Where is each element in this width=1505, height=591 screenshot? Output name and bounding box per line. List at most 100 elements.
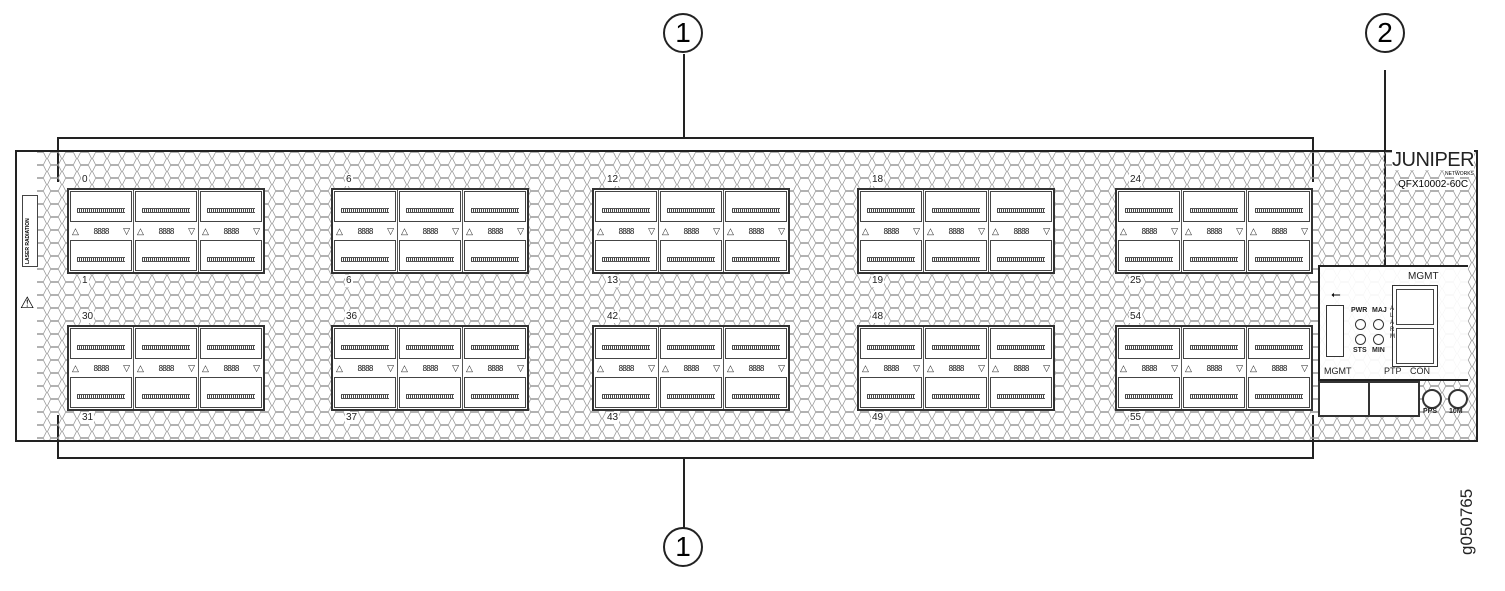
qsfp-port[interactable] [1118, 240, 1180, 271]
qsfp-port[interactable] [1118, 377, 1180, 408]
port-leds: 8888 [422, 363, 438, 373]
qsfp-port[interactable] [595, 328, 657, 359]
usb-port[interactable] [1326, 305, 1344, 357]
qsfp-port[interactable] [334, 377, 396, 408]
qsfp-port[interactable] [990, 191, 1052, 222]
qsfp-port[interactable] [1183, 328, 1245, 359]
down-arrow-icon: ▽ [978, 362, 985, 373]
qsfp-port[interactable] [70, 328, 132, 359]
con-rj45-port[interactable] [1396, 328, 1434, 364]
port-group: △8888▽ △8888▽ △8888▽ [857, 325, 1055, 411]
callout-1-bottom: 1 [663, 527, 703, 567]
port-column: △8888▽ [398, 190, 463, 272]
qsfp-port[interactable] [925, 191, 987, 222]
qsfp-port[interactable] [925, 377, 987, 408]
down-arrow-icon: ▽ [1301, 225, 1308, 236]
qsfp-port[interactable] [1248, 377, 1310, 408]
qsfp-port[interactable] [70, 191, 132, 222]
port-group: △8888▽ △8888▽ △8888▽ [331, 325, 529, 411]
qsfp-port[interactable] [200, 191, 262, 222]
qsfp-port[interactable] [70, 240, 132, 271]
qsfp-port[interactable] [200, 328, 262, 359]
mgmt-rj45-ports[interactable] [1392, 285, 1438, 367]
ptp-sfp-port-2[interactable] [1368, 381, 1420, 417]
qsfp-port[interactable] [1183, 191, 1245, 222]
qsfp-port[interactable] [334, 191, 396, 222]
qsfp-port[interactable] [135, 191, 197, 222]
port-led-strip: △8888▽ [199, 223, 263, 239]
10m-label: 10M [1449, 408, 1463, 415]
qsfp-port[interactable] [334, 328, 396, 359]
qsfp-port[interactable] [399, 377, 461, 408]
qsfp-port[interactable] [464, 328, 526, 359]
down-arrow-icon: ▽ [188, 362, 195, 373]
qsfp-port[interactable] [595, 377, 657, 408]
qsfp-port[interactable] [1183, 377, 1245, 408]
port-led-strip: △8888▽ [724, 223, 788, 239]
qsfp-port[interactable] [1248, 240, 1310, 271]
qsfp-port[interactable] [860, 328, 922, 359]
qsfp-port[interactable] [990, 377, 1052, 408]
mgmt-rj45-port[interactable] [1396, 289, 1434, 325]
qsfp-port[interactable] [860, 191, 922, 222]
qsfp-port[interactable] [399, 240, 461, 271]
qsfp-port[interactable] [200, 240, 262, 271]
qsfp-port[interactable] [399, 191, 461, 222]
qsfp-port[interactable] [860, 377, 922, 408]
down-arrow-icon: ▽ [648, 362, 655, 373]
qsfp-port[interactable] [464, 240, 526, 271]
port-leds: 8888 [748, 226, 764, 236]
up-arrow-icon: △ [927, 225, 934, 236]
port-column: △8888▽ [333, 190, 398, 272]
qsfp-port[interactable] [135, 328, 197, 359]
qsfp-port[interactable] [990, 240, 1052, 271]
qsfp-port[interactable] [1118, 328, 1180, 359]
qsfp-port[interactable] [1118, 191, 1180, 222]
qsfp-port[interactable] [464, 377, 526, 408]
qsfp-port[interactable] [925, 328, 987, 359]
ptp-sfp-port-1[interactable] [1318, 381, 1370, 417]
qsfp-port[interactable] [660, 240, 722, 271]
pps-connector[interactable] [1422, 389, 1442, 409]
qsfp-port[interactable] [70, 377, 132, 408]
qsfp-port[interactable] [595, 191, 657, 222]
port-leds: 8888 [357, 363, 373, 373]
qsfp-port[interactable] [334, 240, 396, 271]
10m-connector[interactable] [1448, 389, 1468, 409]
port-leds: 8888 [683, 226, 699, 236]
qsfp-port[interactable] [925, 240, 987, 271]
qsfp-port[interactable] [135, 377, 197, 408]
qsfp-port[interactable] [399, 328, 461, 359]
qsfp-port[interactable] [595, 240, 657, 271]
qsfp-port[interactable] [725, 377, 787, 408]
down-arrow-icon: ▽ [1171, 225, 1178, 236]
qsfp-port[interactable] [1248, 191, 1310, 222]
mgmt-led-label: MGMT [1324, 366, 1352, 376]
port-column: △8888▽ [1247, 327, 1311, 409]
qsfp-port[interactable] [135, 240, 197, 271]
up-arrow-icon: △ [927, 362, 934, 373]
qsfp-port[interactable] [860, 240, 922, 271]
qsfp-port[interactable] [464, 191, 526, 222]
port-led-strip: △8888▽ [594, 223, 658, 239]
port-column: △8888▽ [724, 190, 788, 272]
qsfp-port[interactable] [725, 240, 787, 271]
qsfp-port[interactable] [725, 328, 787, 359]
up-arrow-icon: △ [1185, 225, 1192, 236]
qsfp-port[interactable] [1248, 328, 1310, 359]
qsfp-port[interactable] [200, 377, 262, 408]
port-column: △8888▽ [659, 327, 724, 409]
qsfp-port[interactable] [660, 191, 722, 222]
qsfp-port[interactable] [660, 328, 722, 359]
up-arrow-icon: △ [597, 362, 604, 373]
port-led-strip: △8888▽ [199, 360, 263, 376]
qsfp-port[interactable] [1183, 240, 1245, 271]
callout-1-bracket-top [57, 137, 1314, 139]
down-arrow-icon: ▽ [713, 225, 720, 236]
port-leds: 8888 [487, 226, 503, 236]
qsfp-port[interactable] [725, 191, 787, 222]
qsfp-port[interactable] [660, 377, 722, 408]
port-number-top: 24 [1129, 174, 1143, 186]
callout-1-bottom-leader [683, 458, 685, 528]
qsfp-port[interactable] [990, 328, 1052, 359]
